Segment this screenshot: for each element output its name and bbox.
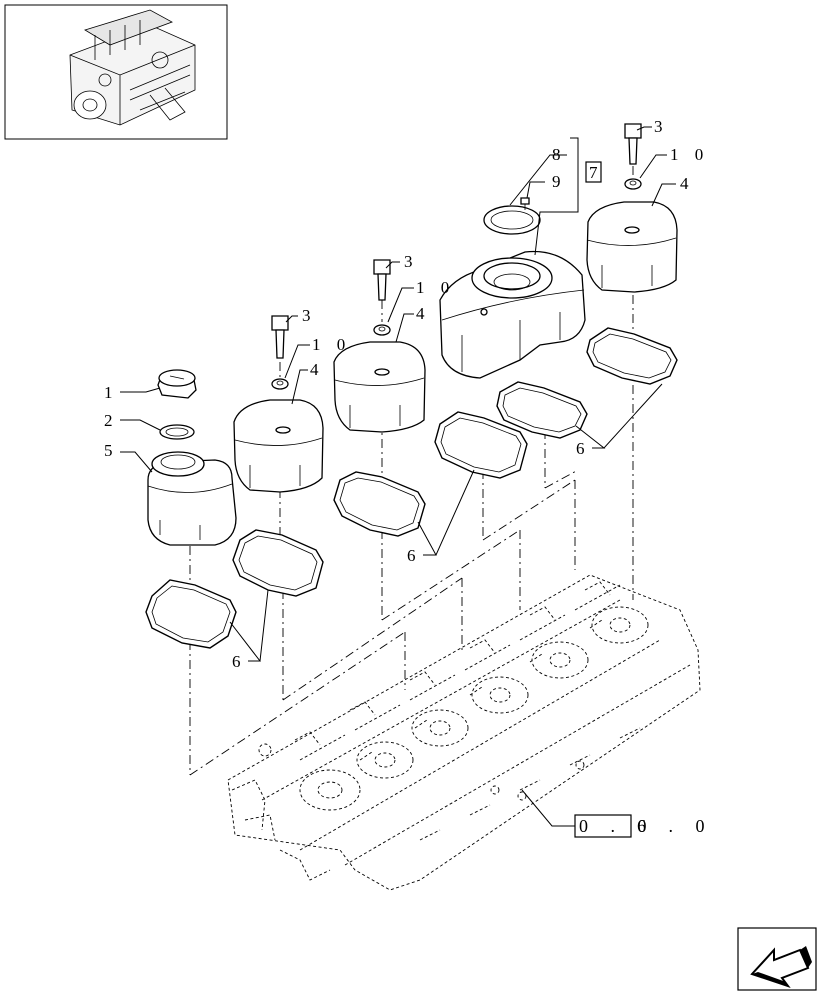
valve-cover-1 (233, 399, 324, 493)
callout-8: 8 (552, 145, 567, 164)
callout-4-c: 4 (680, 174, 695, 193)
callout-7-box: 7 (585, 161, 602, 183)
filler-cap (157, 369, 197, 399)
gasket-1 (145, 579, 237, 649)
gasket-4 (434, 411, 528, 479)
callout-5: 5 (104, 441, 119, 460)
reference-label[interactable]: 0 . 0 6 . 0 (574, 814, 714, 838)
callout-4-b: 4 (416, 304, 431, 323)
previous-page-arrow-icon[interactable] (737, 927, 817, 991)
washer-2 (373, 324, 391, 336)
filler-seal (159, 424, 195, 440)
cylinder-head (227, 574, 701, 891)
gasket-6 (586, 327, 678, 385)
valve-cover-2 (333, 341, 426, 433)
callout-6-a: 6 (232, 652, 247, 671)
breather-seal-ring (483, 205, 541, 235)
callout-9: 9 (552, 172, 567, 191)
bolt-3 (624, 123, 642, 165)
bolt-1 (271, 315, 289, 359)
washer-3 (624, 178, 642, 190)
callout-1: 1 (104, 383, 119, 402)
callout-10-c: 1 0 (670, 145, 709, 164)
callout-10-a: 1 0 (312, 335, 351, 354)
reference-suffix-text: 6 . 0 (637, 816, 714, 836)
valve-cover-3 (586, 201, 678, 293)
callout-3-a: 3 (302, 306, 317, 325)
callout-6-c: 6 (576, 439, 591, 458)
gasket-2 (232, 529, 324, 597)
breather-cover (439, 250, 586, 379)
engine-thumbnail-icon[interactable] (4, 4, 228, 140)
callout-3-c: 3 (654, 117, 669, 136)
breather-screw (520, 197, 530, 210)
callout-7: 7 (589, 163, 598, 182)
gasket-3 (333, 471, 426, 537)
callout-3-b: 3 (404, 252, 419, 271)
valve-cover-with-filler (147, 451, 237, 546)
gasket-5 (496, 381, 588, 439)
leader-lines (120, 126, 676, 827)
callout-6-b: 6 (407, 546, 422, 565)
callout-4-a: 4 (310, 360, 325, 379)
washer-1 (271, 378, 289, 390)
callout-2: 2 (104, 411, 119, 430)
bolt-2 (373, 259, 391, 301)
callout-labels: 1 2 5 3 1 0 4 3 1 0 4 8 9 3 1 0 4 6 6 6 (104, 117, 709, 671)
reference-boxed-text: 0 . 0 (579, 816, 656, 836)
callout-10-b: 1 0 (416, 278, 455, 297)
